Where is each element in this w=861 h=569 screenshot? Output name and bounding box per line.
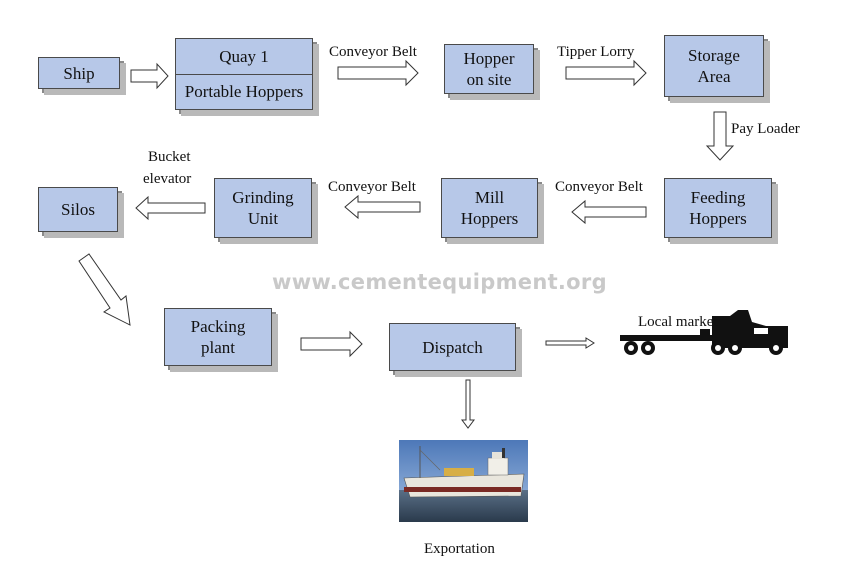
conveyor-belt-label-2: Conveyor Belt — [328, 179, 416, 195]
grinding-unit-box: Grinding Unit — [214, 178, 312, 238]
bucket-label: Bucket — [148, 149, 191, 165]
quay-box: Quay 1 Portable Hoppers — [175, 38, 313, 110]
arrow-feeding-mill — [571, 199, 647, 225]
dispatch-label: Dispatch — [422, 337, 483, 357]
mill-label-2: Hoppers — [460, 209, 519, 228]
feeding-label-1: Feeding — [690, 188, 746, 207]
arrow-storage-feeding — [705, 111, 735, 161]
local-market-label: Local market — [638, 314, 718, 330]
arrow-dispatch-export — [461, 379, 475, 429]
mill-hoppers-box: Mill Hoppers — [441, 178, 538, 238]
packing-label-1: Packing — [190, 317, 246, 336]
arrow-quay-hopper — [337, 59, 419, 87]
ship-box: Ship — [38, 57, 120, 89]
feeding-hoppers-box: Feeding Hoppers — [664, 178, 772, 238]
conveyor-belt-label-3: Conveyor Belt — [555, 179, 643, 195]
packing-plant-box: Packing plant — [164, 308, 272, 366]
silos-box: Silos — [38, 187, 118, 232]
arrow-dispatch-market — [545, 337, 595, 349]
hopper-label-1: Hopper — [463, 49, 515, 68]
hopper-on-site-box: Hopper on site — [444, 44, 534, 94]
arrow-ship-quay — [130, 62, 169, 90]
dispatch-box: Dispatch — [389, 323, 516, 371]
feeding-label-2: Hoppers — [689, 209, 747, 228]
storage-label-1: Storage — [688, 46, 740, 65]
storage-label-2: Area — [697, 67, 731, 86]
storage-area-box: Storage Area — [664, 35, 764, 97]
pay-loader-label: Pay Loader — [731, 121, 800, 137]
hopper-label-2: on site — [466, 70, 512, 89]
watermark: www.cementequipment.org — [272, 270, 607, 294]
ship-label: Ship — [63, 63, 95, 83]
exportation-label: Exportation — [424, 541, 495, 557]
mill-label-1: Mill — [474, 188, 505, 207]
packing-label-2: plant — [201, 338, 235, 357]
conveyor-belt-label-1: Conveyor Belt — [329, 44, 417, 60]
quay-bottom-cell: Portable Hoppers — [176, 73, 312, 110]
arrow-grinding-silos — [135, 195, 206, 221]
quay-top-cell: Quay 1 — [176, 39, 312, 74]
cargo-ship-photo — [399, 440, 528, 522]
truck-icon — [620, 310, 788, 355]
arrow-packing-dispatch — [300, 330, 363, 358]
arrow-silos-packing — [78, 253, 131, 326]
grinding-label-1: Grinding — [232, 188, 294, 207]
arrow-hopper-storage — [565, 59, 647, 87]
portable-hoppers-label: Portable Hoppers — [184, 82, 304, 102]
grinding-label-2: Unit — [247, 209, 279, 228]
silos-label: Silos — [60, 200, 96, 219]
arrow-mill-grinding — [344, 194, 421, 220]
tipper-lorry-label: Tipper Lorry — [557, 44, 635, 60]
quay-label: Quay 1 — [219, 46, 269, 66]
elevator-label: elevator — [143, 171, 192, 187]
